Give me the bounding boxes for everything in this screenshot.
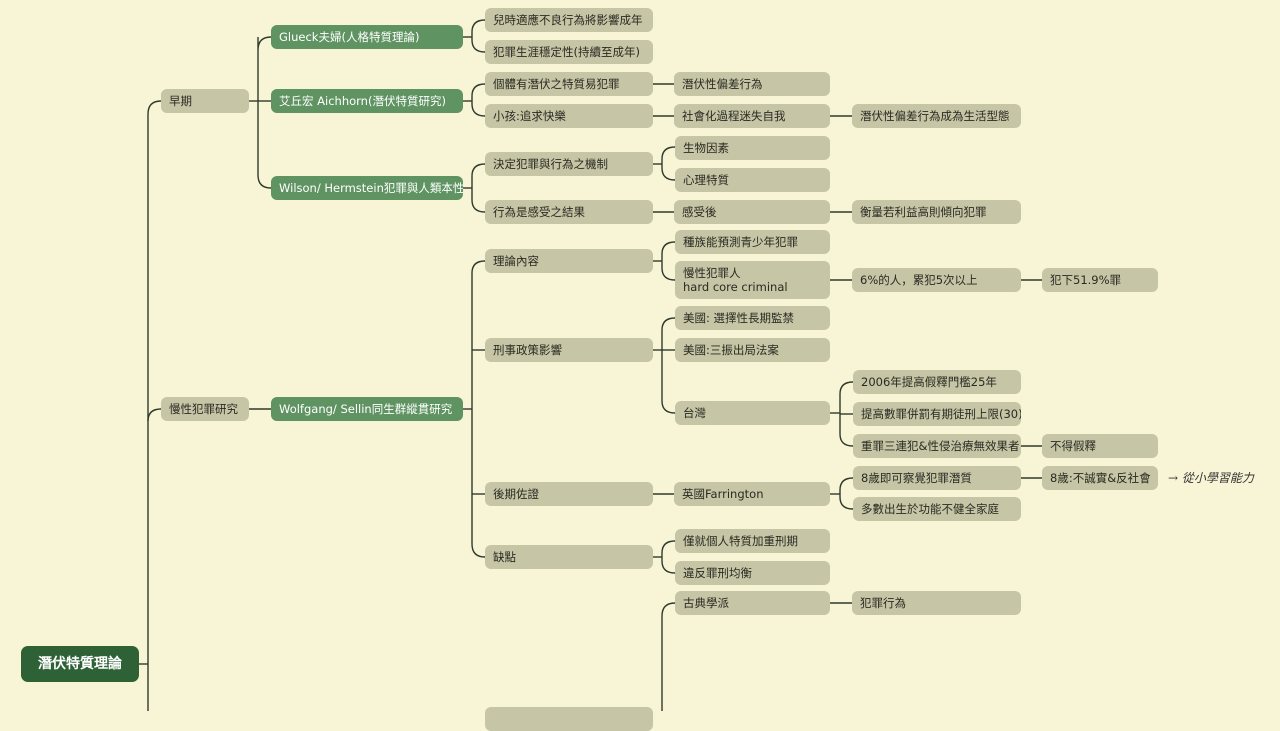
wolfgang-later-1-1[interactable]: 8歲即可察覺犯罪潛質 (853, 466, 1021, 490)
handwritten-note: → 從小學習能力 (1168, 470, 1254, 485)
wilson-item-1-2[interactable]: 心理特質 (675, 168, 830, 192)
aichhorn-item-2-2[interactable]: 潛伏性偏差行為成為生活型態 (852, 104, 1021, 128)
theory-glueck[interactable]: Glueck夫婦(人格特質理論) (271, 25, 463, 49)
wolfgang-policy-3[interactable]: 台灣 (675, 401, 830, 425)
theory-wilson[interactable]: Wilson/ Hermstein犯罪與人類本性 (271, 176, 463, 200)
aichhorn-item-2-1[interactable]: 社會化過程迷失自我 (674, 104, 830, 128)
branch-chronic-offender[interactable]: 慢性犯罪研究 (161, 397, 249, 421)
wolfgang-theory[interactable]: 理論內容 (485, 249, 653, 273)
wolfgang-flaw-2[interactable]: 違反罪刑均衡 (675, 561, 830, 585)
theory-aichhorn[interactable]: 艾丘宏 Aichhorn(潛伏特質研究) (271, 89, 463, 113)
branch-early[interactable]: 早期 (161, 89, 249, 113)
aichhorn-item-1-1[interactable]: 潛伏性偏差行為 (674, 72, 830, 96)
aichhorn-item-1[interactable]: 個體有潛伏之特質易犯罪 (485, 72, 653, 96)
chronic-offender-zh: 慢性犯罪人 (683, 266, 741, 280)
wolfgang-theory-1[interactable]: 種族能預測青少年犯罪 (675, 230, 830, 254)
wolfgang-policy-3-1[interactable]: 2006年提高假釋門檻25年 (853, 370, 1021, 394)
wolfgang-policy[interactable]: 刑事政策影響 (485, 338, 653, 362)
wolfgang-flaw-1[interactable]: 僅就個人特質加重刑期 (675, 529, 830, 553)
wolfgang-later-1-1-1[interactable]: 8歲:不誠實&反社會 (1042, 466, 1158, 490)
wilson-item-1[interactable]: 決定犯罪與行為之機制 (485, 152, 653, 176)
wolfgang-flaw[interactable]: 缺點 (485, 545, 653, 569)
wolfgang-later[interactable]: 後期佐證 (485, 482, 653, 506)
wolfgang-theory-2-2[interactable]: 犯下51.9%罪 (1042, 268, 1158, 292)
glueck-item-2[interactable]: 犯罪生涯穩定性(持續至成年) (485, 40, 653, 64)
wolfgang-policy-2[interactable]: 美國:三振出局法案 (675, 338, 830, 362)
wilson-item-2-1[interactable]: 感受後 (674, 200, 830, 224)
classical-school-child[interactable]: 犯罪行為 (852, 591, 1021, 615)
wilson-item-2[interactable]: 行為是感受之結果 (485, 200, 653, 224)
theory-wolfgang[interactable]: Wolfgang/ Sellin同生群縱貫研究 (271, 397, 463, 421)
wilson-item-2-2[interactable]: 衡量若利益高則傾向犯罪 (852, 200, 1021, 224)
root-node[interactable]: 潛伏特質理論 (21, 646, 139, 682)
wolfgang-later-1[interactable]: 英國Farrington (674, 482, 830, 506)
wolfgang-theory-2-1[interactable]: 6%的人，累犯5次以上 (852, 268, 1021, 292)
wolfgang-policy-3-3-1[interactable]: 不得假釋 (1042, 434, 1158, 458)
glueck-item-1[interactable]: 兒時適應不良行為將影響成年 (485, 8, 653, 32)
chronic-offender-en: hard core criminal (683, 280, 788, 294)
wolfgang-later-1-2[interactable]: 多數出生於功能不健全家庭 (853, 497, 1021, 521)
wolfgang-theory-2[interactable]: 慢性犯罪人 hard core criminal (675, 261, 830, 299)
aichhorn-item-2[interactable]: 小孩:追求快樂 (485, 104, 653, 128)
classical-school[interactable]: 古典學派 (675, 591, 830, 615)
connector-lines (139, 19, 1042, 711)
wolfgang-policy-1[interactable]: 美國: 選擇性長期監禁 (675, 306, 830, 330)
wolfgang-policy-3-2[interactable]: 提高數罪併罰有期徒刑上限(30) (853, 402, 1021, 426)
wolfgang-policy-3-3[interactable]: 重罪三連犯&性侵治療無效果者 (853, 434, 1021, 458)
wilson-item-1-1[interactable]: 生物因素 (675, 136, 830, 160)
